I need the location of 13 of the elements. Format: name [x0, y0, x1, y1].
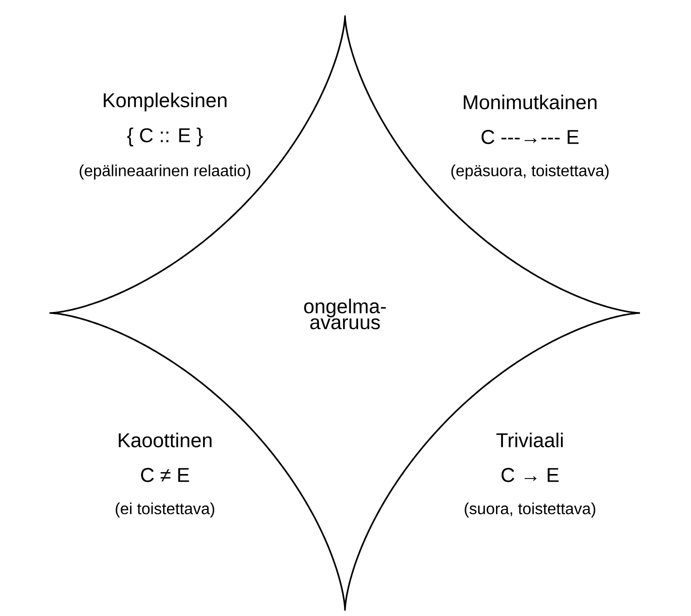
formula-text: { C :: E } — [127, 128, 203, 146]
description-text: (ei toistettava) — [116, 502, 214, 518]
quadrant-heading: Kaoottinen — [118, 432, 212, 448]
quadrant-heading: Kompleksinen — [104, 92, 226, 112]
description-text: (epälineaarinen relaatio) — [80, 164, 250, 180]
description-text: (suora, toistettava) — [464, 502, 596, 518]
formula-text: C ≠ E — [141, 468, 190, 482]
formula-text: C → E — [502, 468, 559, 482]
formula-text: C ---→--- E — [482, 130, 579, 144]
quadrant-heading: Monimutkainen — [464, 94, 596, 110]
quadrant-heading: Triviaali — [496, 432, 563, 448]
description-text: (epäsuora, toistettava) — [451, 164, 609, 180]
center-label: ongelma-avaruus — [304, 298, 386, 330]
